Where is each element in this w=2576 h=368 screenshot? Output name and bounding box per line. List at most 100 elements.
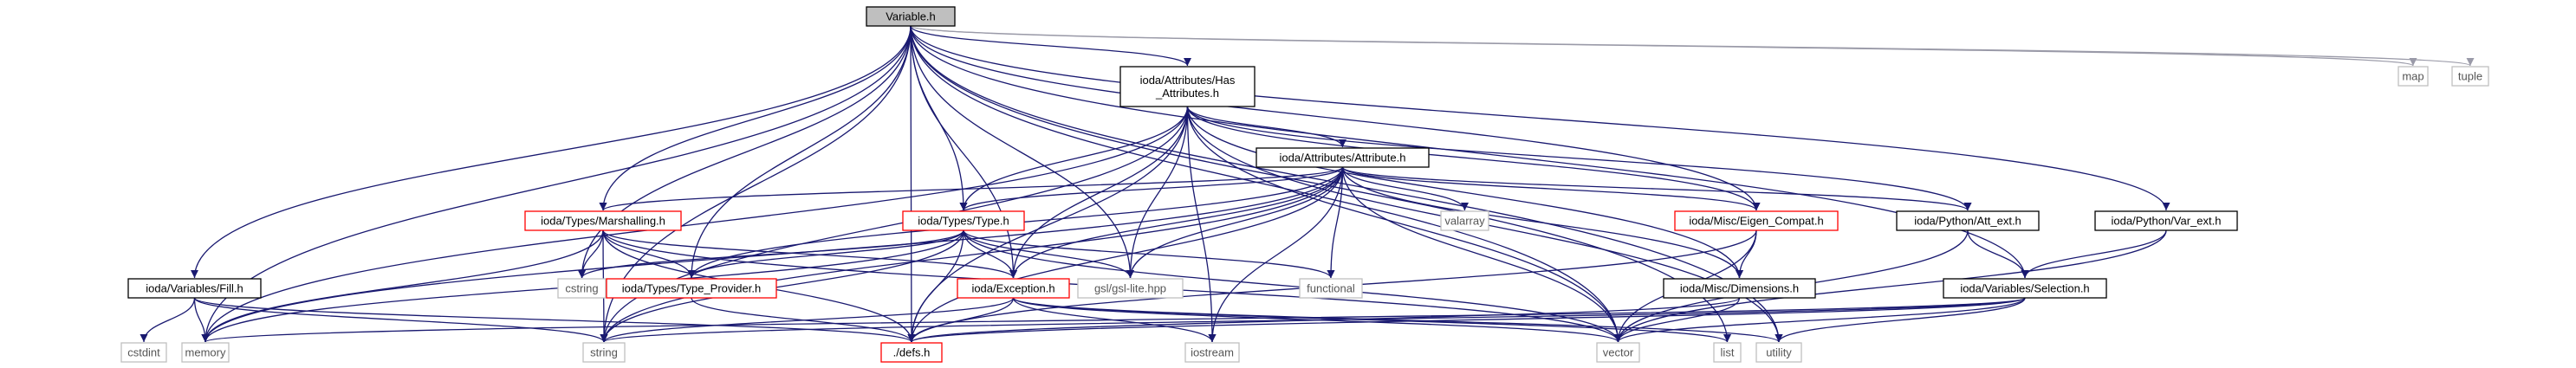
node-label: ioda/Variables/Fill.h: [146, 282, 243, 295]
edge-dimensions_h-to-vector: [1614, 297, 1741, 343]
edge-variable_h-to-fill_h: [191, 25, 912, 279]
edge-variable_h-to-defs_h: [907, 25, 916, 343]
node-label: iostream: [1191, 346, 1234, 359]
node-box: [1596, 342, 1640, 363]
node-box: [120, 342, 167, 363]
node-list: list: [1713, 342, 1742, 363]
node-valarray: valarray: [1440, 210, 1489, 231]
node-fill-h[interactable]: ioda/Variables/Fill.h: [127, 278, 262, 299]
edge-variable_h-to-eigen_compat_h: [910, 25, 1761, 211]
node-label: ioda/Types/Marshalling.h: [541, 215, 665, 228]
node-gsl-lite: gsl/gsl-lite.hpp: [1077, 278, 1184, 299]
node-label: valarray: [1444, 215, 1485, 228]
node-label: ioda/Python/Var_ext.h: [2112, 215, 2222, 228]
edge-selection_h-to-vector: [1614, 297, 2026, 343]
node-dimensions-h[interactable]: ioda/Misc/Dimensions.h: [1663, 278, 1816, 299]
node-label: vector: [1603, 346, 1634, 359]
edge-type_h-to-type_provider_h: [687, 229, 964, 279]
node-label: ioda/Misc/Dimensions.h: [1680, 282, 1799, 295]
node-box: [866, 6, 956, 27]
edge-type_h-to-defs_h: [907, 229, 964, 343]
edge-fill_h-to-cstdint: [140, 297, 196, 343]
edge-type_h-to-cstring: [578, 229, 964, 279]
node-label: ioda/Python/Att_ext.h: [1914, 215, 2021, 228]
edge-variable_h-to-marshalling_h: [599, 25, 912, 211]
node-type-provider-h[interactable]: ioda/Types/Type_Provider.h: [606, 278, 777, 299]
edge-fill_h-to-string: [193, 297, 608, 343]
node-attribute-h[interactable]: ioda/Attributes/Attribute.h: [1256, 147, 1430, 168]
node-eigen-compat-h[interactable]: ioda/Misc/Eigen_Compat.h: [1674, 210, 1839, 231]
node-label: ioda/Misc/Eigen_Compat.h: [1689, 215, 1823, 228]
edge-has_attributes_h-to-att_ext_h: [1186, 106, 1972, 211]
edge-has_attributes_h-to-type_h: [959, 106, 1189, 211]
edge-type_h-to-vector: [963, 229, 1622, 343]
node-box: [957, 278, 1070, 299]
edge-attribute_h-to-valarray: [1341, 166, 1469, 211]
node-marshalling-h[interactable]: ioda/Types/Marshalling.h: [524, 210, 682, 231]
node-box: [1713, 342, 1742, 363]
node-box: [606, 278, 777, 299]
node-label: _Attributes.h: [1155, 87, 1219, 100]
node-label: ioda/Types/Type_Provider.h: [622, 282, 761, 295]
node-box: [2398, 66, 2429, 87]
node-box: [1943, 278, 2107, 299]
edge-attribute_h-to-iostream: [1208, 166, 1344, 343]
node-box: [880, 342, 943, 363]
node-box: [1896, 210, 2040, 231]
node-box: [524, 210, 682, 231]
edge-selection_h-to-utility: [1775, 297, 2026, 343]
edge-type_h-to-exception_h: [963, 229, 1018, 279]
node-box: [557, 278, 607, 299]
node-memory: memory: [181, 342, 230, 363]
edge-type_h-to-functional: [963, 229, 1335, 279]
node-functional: functional: [1299, 278, 1363, 299]
node-box: [2094, 210, 2238, 231]
node-has-attributes-h[interactable]: ioda/Attributes/Has_Attributes.h: [1119, 66, 1256, 107]
node-selection-h[interactable]: ioda/Variables/Selection.h: [1943, 278, 2107, 299]
node-cstring: cstring: [557, 278, 607, 299]
node-defs-h[interactable]: ./defs.h: [880, 342, 943, 363]
node-box: [1077, 278, 1184, 299]
edge-has_attributes_h-to-string: [600, 106, 1189, 343]
node-box: [127, 278, 262, 299]
edge-variable_h-to-cstring: [577, 25, 912, 279]
edge-attribute_h-to-eigen_compat_h: [1341, 166, 1761, 211]
edge-attribute_h-to-dimensions_h: [1341, 166, 1743, 279]
node-box: [902, 210, 1025, 231]
edge-attribute_h-to-exception_h: [1009, 166, 1344, 279]
edge-has_attributes_h-to-memory: [201, 106, 1189, 343]
edge-variable_h-to-selection_h: [910, 25, 2029, 279]
node-label: ./defs.h: [893, 346, 931, 359]
edge-var_ext_h-to-selection_h: [2021, 229, 2167, 279]
node-label: ioda/Exception.h: [971, 282, 1054, 295]
node-label: functional: [1307, 282, 1355, 295]
node-exception-h[interactable]: ioda/Exception.h: [957, 278, 1070, 299]
edge-exception_h-to-string: [600, 297, 1015, 343]
node-var-ext-h[interactable]: ioda/Python/Var_ext.h: [2094, 210, 2238, 231]
node-label: ioda/Attributes/Attribute.h: [1280, 152, 1406, 165]
node-string: string: [582, 342, 626, 363]
node-att-ext-h[interactable]: ioda/Python/Att_ext.h: [1896, 210, 2040, 231]
edge-attribute_h-to-type_h: [959, 166, 1344, 211]
node-box: [1184, 342, 1240, 363]
edge-selection_h-to-defs_h: [907, 297, 2026, 343]
node-variable-h: Variable.h: [866, 6, 956, 27]
edge-var_ext_h-to-vector: [1614, 229, 2167, 343]
node-label: list: [1721, 346, 1735, 359]
node-utility: utility: [1755, 342, 1802, 363]
node-iostream: iostream: [1184, 342, 1240, 363]
node-label: Variable.h: [886, 10, 936, 23]
edge-selection_h-to-string: [600, 297, 2026, 343]
node-box: [1674, 210, 1839, 231]
node-box: [1755, 342, 1802, 363]
node-box: [2451, 66, 2489, 87]
node-label: gsl/gsl-lite.hpp: [1094, 282, 1166, 295]
edge-attribute_h-to-vector: [1341, 166, 1623, 343]
edge-att_ext_h-to-selection_h: [1967, 229, 2029, 279]
node-type-h[interactable]: ioda/Types/Type.h: [902, 210, 1025, 231]
node-label: string: [590, 346, 618, 359]
node-label: memory: [185, 346, 226, 359]
edge-variable_h-to-type_provider_h: [687, 25, 912, 279]
node-label: utility: [1766, 346, 1792, 359]
